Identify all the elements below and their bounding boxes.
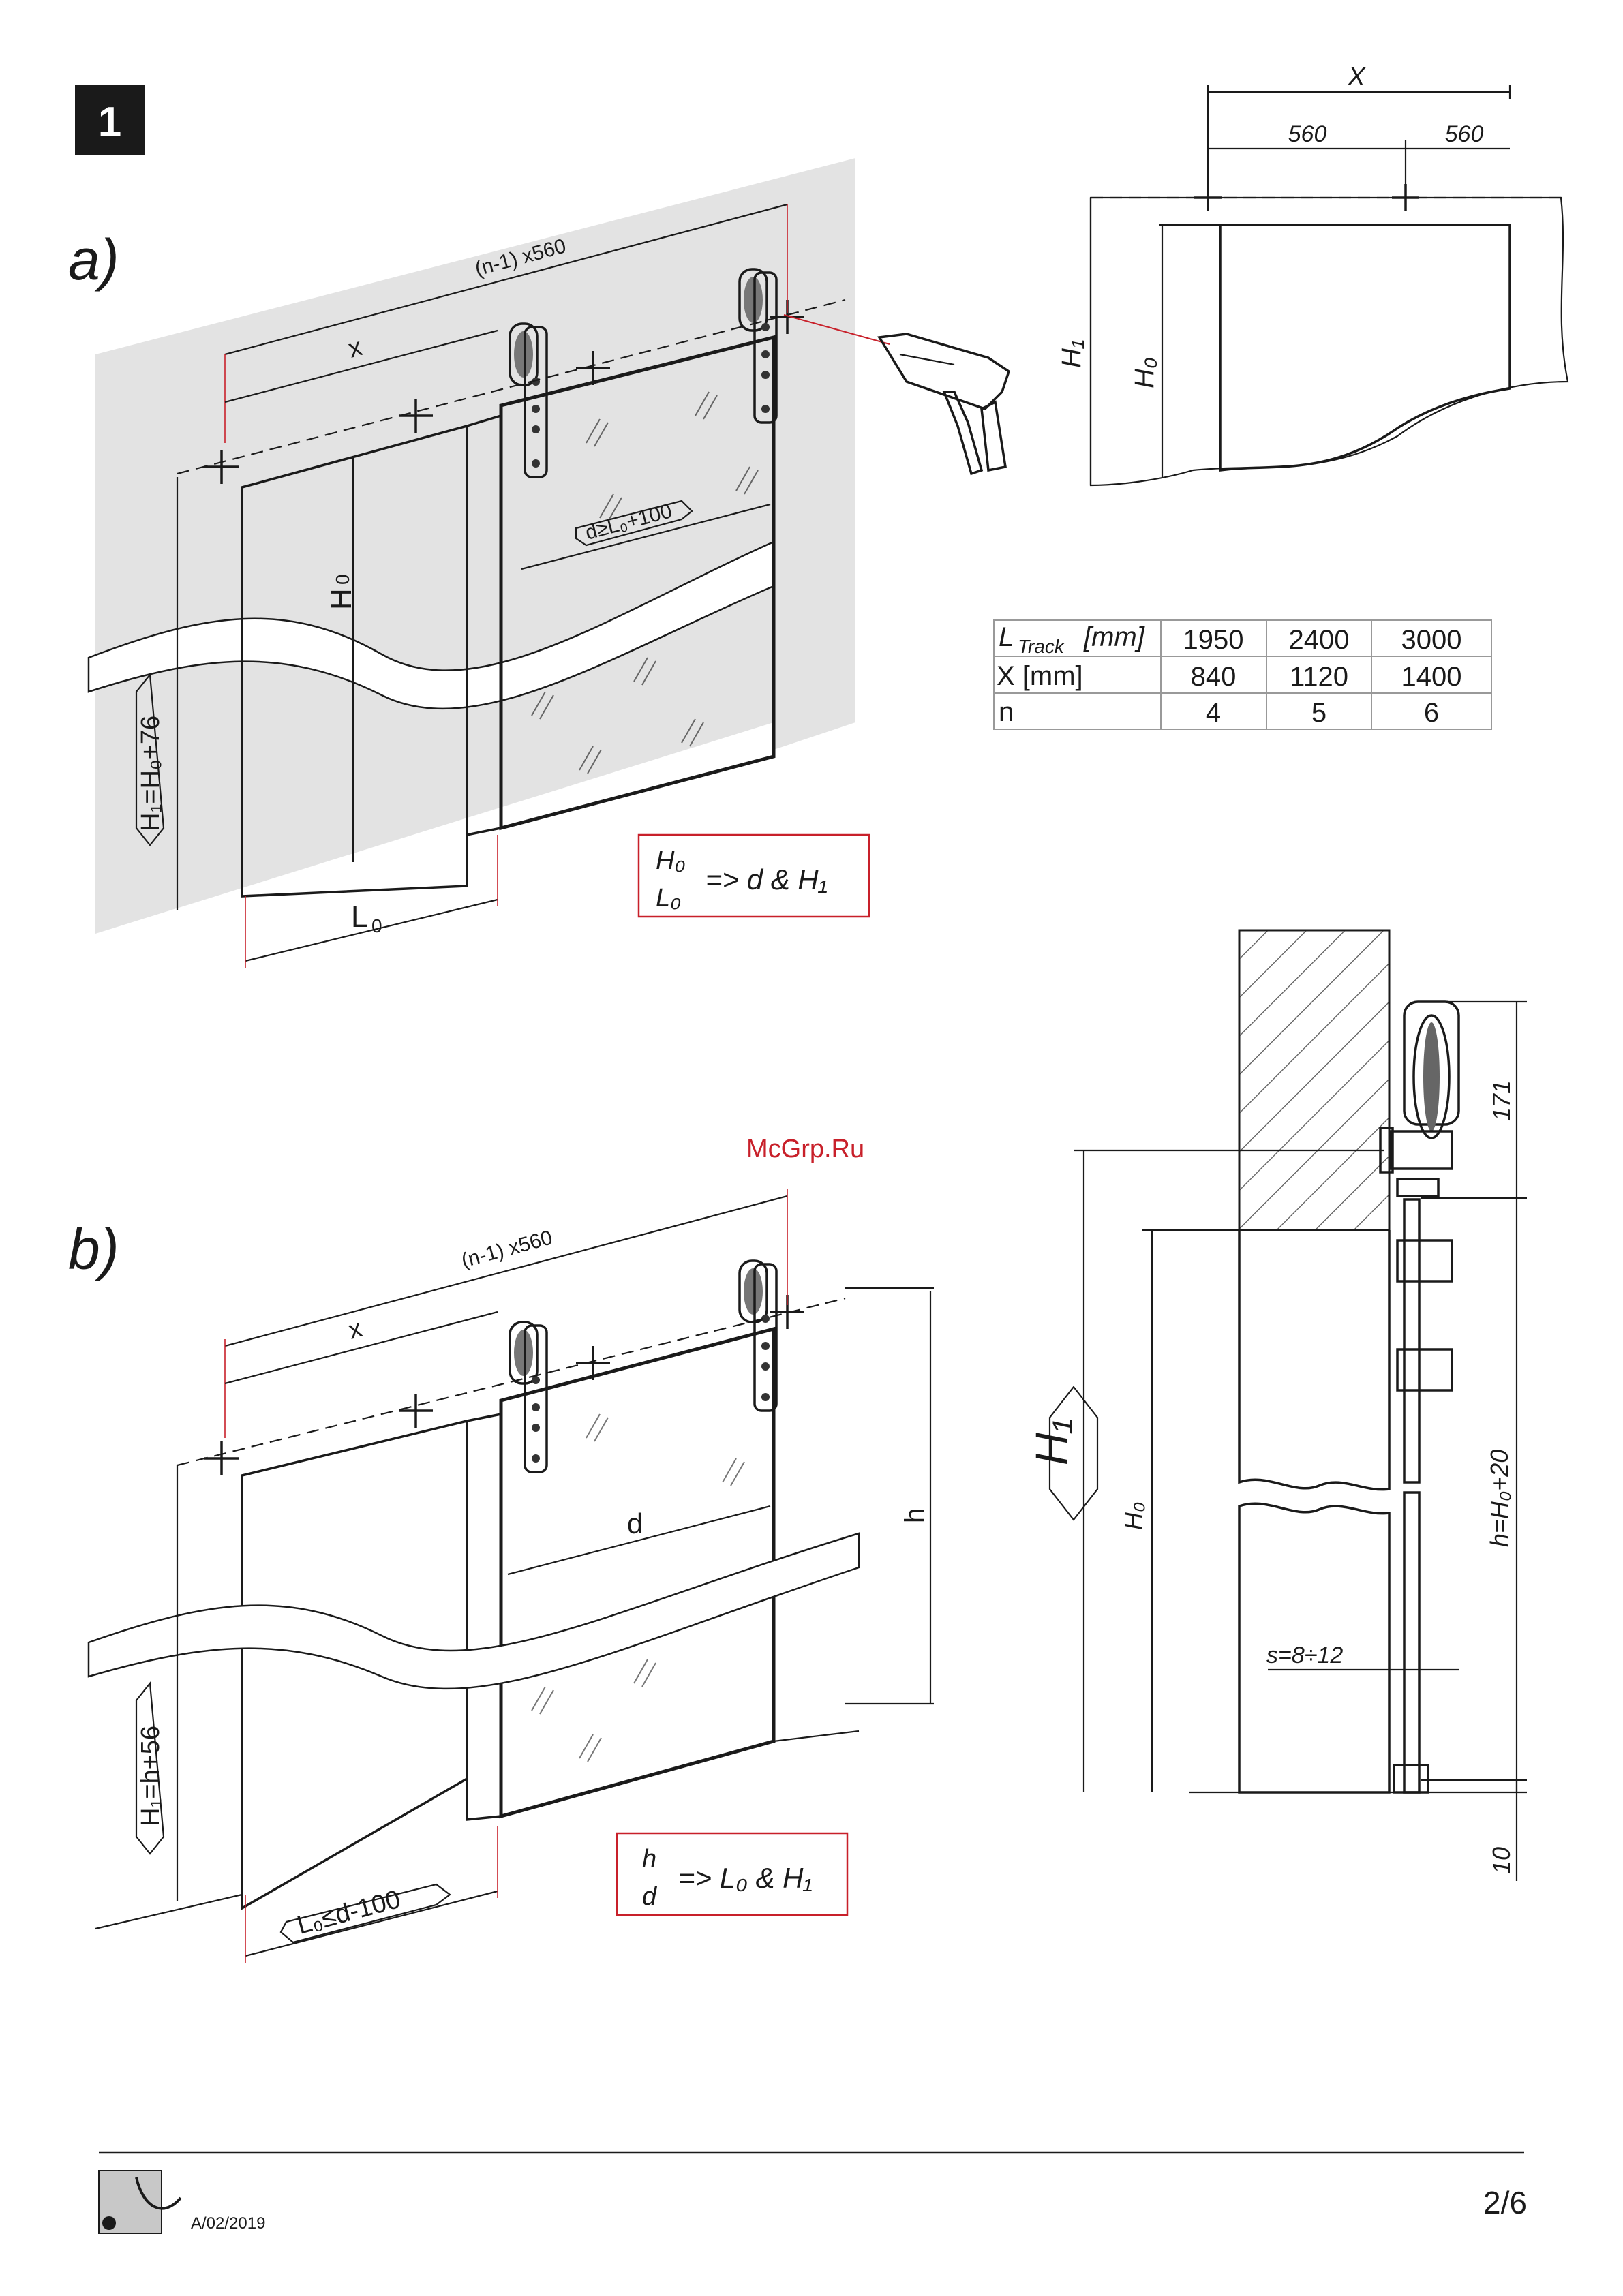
dim-track-label-b: (n-1) x560 bbox=[459, 1226, 555, 1272]
table-cell-0-1: 2400 bbox=[1289, 625, 1350, 655]
table-header-sub: Track bbox=[1018, 636, 1065, 657]
formula-a-line1: H₀ bbox=[656, 846, 685, 875]
page-number: 2/6 bbox=[1483, 2185, 1527, 2220]
dim-s: s=8÷12 bbox=[1266, 1642, 1343, 1668]
step-badge: 1 bbox=[75, 85, 145, 155]
dim-10: 10 bbox=[1487, 1847, 1515, 1874]
dim-171: 171 bbox=[1487, 1080, 1515, 1121]
footer: A/02/2019 2/6 bbox=[99, 2152, 1527, 2233]
dim-d-label-b: d bbox=[627, 1507, 643, 1540]
dim-l0-label-b: L₀≤d-100 bbox=[294, 1885, 404, 1940]
dim-h0-label-a: H bbox=[324, 588, 358, 610]
table-cell-1-2: 1400 bbox=[1401, 662, 1462, 692]
dim-h1-label-a: H₁=H₀+76 bbox=[136, 716, 165, 831]
watermark: McGrp.Ru bbox=[746, 1135, 864, 1163]
dim-h-formula-side: h=H₀+20 bbox=[1485, 1450, 1513, 1547]
step-number: 1 bbox=[98, 99, 121, 146]
dim-l0-sub-a: 0 bbox=[371, 915, 382, 936]
table-cell-1-1: 1120 bbox=[1290, 662, 1348, 692]
dim-h0-sub-a: 0 bbox=[332, 574, 353, 585]
table-cell-1-0: 840 bbox=[1191, 662, 1237, 692]
dim-h0-side: H₀ bbox=[1119, 1502, 1147, 1530]
formula-b-result: => L₀ & H₁ bbox=[678, 1862, 813, 1894]
formula-b-line1: h bbox=[642, 1845, 656, 1873]
formula-b-line2: d bbox=[642, 1882, 658, 1911]
table-row-2-label: n bbox=[999, 697, 1014, 727]
panel-edge-b bbox=[467, 1414, 501, 1820]
table-cell-2-1: 5 bbox=[1311, 698, 1326, 728]
track-table: L Track [mm] 1950 2400 3000 X [mm] 840 1… bbox=[994, 620, 1491, 729]
dim-h1-label-b: H₁=h+56 bbox=[136, 1726, 165, 1826]
table-row-1-label: X [mm] bbox=[997, 661, 1083, 691]
side-view: 171 H₁ H₀ h=H₀+20 s=8÷12 10 bbox=[1026, 930, 1527, 1881]
wave-break-b bbox=[89, 1533, 859, 1689]
brand-logo-icon bbox=[99, 2171, 181, 2233]
dim-x-top: X bbox=[1347, 63, 1366, 91]
dim-560-right: 560 bbox=[1445, 121, 1484, 147]
opening-section bbox=[1220, 225, 1510, 470]
dim-560-left: 560 bbox=[1288, 121, 1327, 147]
formula-a-line2: L₀ bbox=[656, 884, 681, 913]
dim-h-label-b: h bbox=[900, 1508, 930, 1523]
top-right-detail: X 560 560 H₁ H₀ bbox=[1057, 63, 1568, 485]
table-header-unit: [mm] bbox=[1083, 622, 1145, 652]
formula-a-result: => d & H₁ bbox=[706, 863, 828, 896]
table-cell-0-0: 1950 bbox=[1183, 625, 1244, 655]
doc-code: A/02/2019 bbox=[191, 2214, 265, 2233]
section-b-label: b) bbox=[68, 1217, 119, 1281]
dim-x-label-b: x bbox=[345, 1314, 365, 1345]
dim-l0-label-a: L bbox=[351, 900, 367, 934]
dim-h1-top: H₁ bbox=[1057, 339, 1087, 368]
glass-panel-b bbox=[501, 1329, 774, 1816]
table-cell-2-2: 6 bbox=[1424, 698, 1439, 728]
table-cell-2-0: 4 bbox=[1206, 698, 1221, 728]
section-a-label: a) bbox=[68, 228, 119, 292]
section-a: a) bbox=[68, 158, 1009, 968]
dim-h1-side: H₁ bbox=[1026, 1419, 1076, 1465]
table-cell-0-2: 3000 bbox=[1401, 625, 1462, 655]
dim-h0-top: H₀ bbox=[1129, 357, 1159, 388]
table-header-label: L bbox=[999, 622, 1014, 652]
section-b: b) bbox=[68, 1189, 934, 1963]
